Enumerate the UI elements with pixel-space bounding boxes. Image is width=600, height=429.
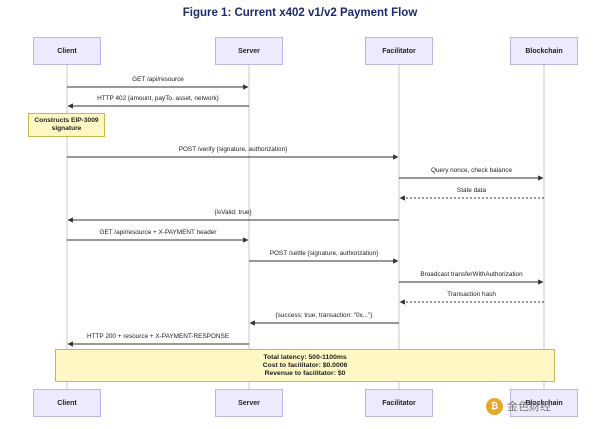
participant-client-bottom: Client <box>33 389 101 417</box>
eip3009-signature-note: Constructs EIP-3009 signature <box>28 113 105 137</box>
participant-blockchain-top: Blockchain <box>510 37 578 65</box>
message-label-2: HTTP 402 {amount, payTo, asset, network} <box>97 95 219 102</box>
summary-revenue: Revenue to facilitator: $0 <box>264 369 346 377</box>
message-label-7: GET /api/resource + X-PAYMENT header <box>99 229 217 236</box>
watermark-text: 金色财经 <box>507 400 551 413</box>
message-label-12: HTTP 200 + resource + X-PAYMENT-RESPONSE <box>86 333 230 340</box>
message-label-1: GET /api/resource <box>132 76 184 83</box>
message-label-11: {success: true, transaction: "0x..."} <box>275 312 373 319</box>
participant-client-top: Client <box>33 37 101 65</box>
figure-title: Figure 1: Current x402 v1/v2 Payment Flo… <box>182 7 418 19</box>
note-line-2: signature <box>51 125 82 132</box>
message-label-10: Transaction hash <box>447 291 496 298</box>
message-label-3: POST /verify {signature, authorization} <box>178 146 288 153</box>
message-label-6: {isValid: true} <box>214 209 252 216</box>
message-label-9: Broadcast transferWithAuthorization <box>420 271 523 278</box>
participant-blockchain-bottom: Blockchain <box>510 389 578 417</box>
note-line-1: Constructs EIP-3009 <box>34 117 99 124</box>
participant-server-bottom: Server <box>215 389 283 417</box>
summary-latency: Total latency: 500-1100ms <box>263 353 347 361</box>
gold-finance-logo-icon: ₿ <box>486 397 503 415</box>
summary-note: Total latency: 500-1100ms Cost to facili… <box>55 349 555 382</box>
participant-facilitator-bottom: Facilitator <box>365 389 433 417</box>
message-label-4: Query nonce, check balance <box>431 167 512 174</box>
participant-server-top: Server <box>215 37 283 65</box>
message-label-5: State data <box>456 187 487 194</box>
summary-cost: Cost to facilitator: $0.0006 <box>262 361 348 369</box>
watermark: ₿ 金色财经 <box>486 396 596 416</box>
participant-facilitator-top: Facilitator <box>365 37 433 65</box>
message-label-8: POST /settle {signature, authorization} <box>269 250 379 257</box>
